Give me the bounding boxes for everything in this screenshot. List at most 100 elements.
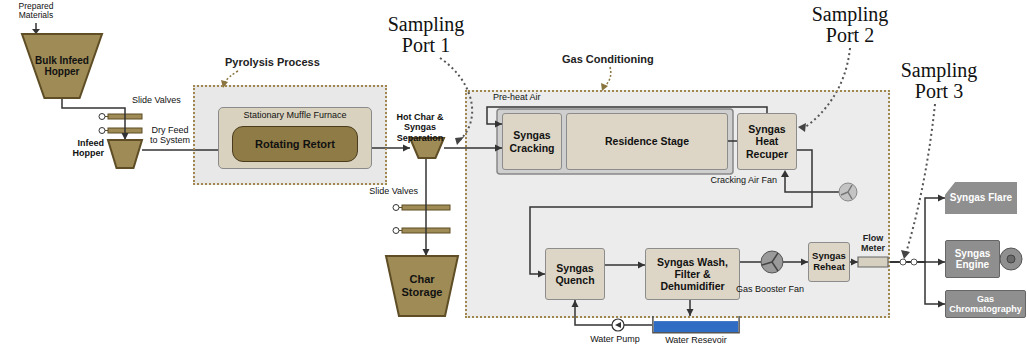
hopper-outline — [108, 140, 142, 168]
node-label: Hot Char & Syngas Separation — [382, 112, 458, 143]
sampling-leader-head — [798, 123, 806, 132]
fan-symbol — [761, 251, 783, 273]
arrow-head — [938, 301, 945, 308]
sample-tap — [900, 259, 917, 265]
node-label: Char Storage — [396, 273, 448, 298]
sampling-leader-head — [901, 250, 910, 259]
water-fill — [654, 321, 738, 333]
output-box: Syngas Engine — [945, 240, 1000, 278]
tank-outline — [652, 316, 740, 333]
fan-symbol — [839, 183, 857, 201]
flow-line — [888, 198, 945, 262]
callout-title: Sampling Port 3 — [893, 60, 985, 102]
region-fill — [193, 85, 387, 185]
callout-title: Sampling Port 2 — [804, 4, 896, 46]
node-label: Syngas Engine — [948, 248, 997, 271]
sampling-leader-head — [455, 123, 910, 259]
node-label: Water Resevoir — [652, 335, 740, 345]
arrow-head — [572, 300, 579, 307]
node-label: Syngas Heat Recuper — [740, 123, 794, 159]
flow-line — [425, 158, 427, 256]
flow-arrow — [572, 300, 653, 325]
arrow-head — [687, 309, 694, 316]
engine-symbol — [1000, 248, 1022, 270]
fan-symbol — [841, 185, 852, 199]
water-tank: Water Resevoir — [652, 316, 740, 333]
arrow-head — [122, 133, 129, 140]
process-region: Pyrolysis ProcessStationary Muffle Furna… — [193, 85, 387, 185]
node-label: Gas Conditioning — [562, 53, 702, 66]
sampling-leader — [804, 48, 850, 128]
process-box: Syngas Wash, Filter & Dehumidifier — [645, 248, 740, 300]
arrow-head — [423, 249, 430, 256]
fan-symbol — [839, 183, 857, 201]
flow-arrow — [728, 141, 737, 142]
node-label: Syngas Flare — [948, 192, 1014, 204]
fan-symbol — [762, 253, 778, 271]
output-box: Syngas Flare — [945, 182, 1017, 214]
air-line-head — [781, 170, 789, 177]
arrow-head — [495, 145, 502, 152]
arrow-head — [801, 259, 808, 266]
sample-tap — [911, 259, 917, 265]
process-box: Syngas Reheat — [808, 242, 850, 282]
feed-arrow — [35, 23, 37, 30]
tank-outline — [653, 316, 739, 333]
slide-valve — [99, 114, 142, 134]
flow-line — [62, 98, 125, 140]
arrow-head — [938, 259, 945, 266]
sample-tap — [900, 259, 906, 265]
flow-arrow — [888, 262, 945, 308]
furnace-box: Stationary Muffle FurnaceRotating Retort — [218, 107, 372, 169]
part-label: Cracking Air Fan — [693, 176, 777, 186]
slide-valve — [393, 205, 450, 234]
part-label: Prepared Materials — [6, 2, 66, 21]
hopper-shape: Infeed Hopper — [108, 140, 142, 168]
storage-bin: Char Storage — [386, 256, 458, 316]
slide-valve — [393, 228, 399, 234]
arrow-head — [403, 145, 410, 152]
title-leader — [225, 67, 611, 86]
node-label: Syngas Reheat — [811, 251, 847, 273]
region-fill — [193, 85, 890, 318]
fan-symbol — [761, 251, 783, 273]
sampling-leader — [440, 48, 935, 253]
callout-title: Sampling Port 1 — [380, 14, 472, 56]
flow-line — [728, 140, 737, 142]
flow-arrow — [888, 195, 945, 263]
hopper-shape: Bulk Infeed Hopper — [22, 34, 102, 98]
flow-arrow — [687, 300, 694, 316]
output-box: Gas Chromatography — [945, 290, 1026, 318]
engine-symbol — [1007, 255, 1015, 263]
node-label: Infeed Hopper — [56, 138, 104, 159]
part-label: Slide Valves — [346, 187, 418, 197]
title-leader — [605, 67, 611, 86]
sampling-leader — [906, 104, 935, 253]
meter-outline — [858, 257, 888, 267]
flow-arrow — [444, 145, 502, 152]
process-box: Syngas Cracking — [502, 113, 562, 170]
sampling-leader-head — [455, 137, 464, 145]
hopper-outline — [386, 256, 458, 316]
node-label: Stationary Muffle Furnace — [219, 110, 371, 120]
slide-valve — [393, 205, 399, 211]
process-region: Gas ConditioningSyngas CrackingResidence… — [465, 90, 890, 318]
arrow-head — [638, 262, 645, 269]
cracking-frame — [497, 109, 733, 174]
meter-outline — [858, 257, 888, 267]
sampling-leader — [440, 58, 472, 140]
node-label: Syngas Wash, Filter & Dehumidifier — [648, 256, 737, 292]
process-box: Syngas Quench — [545, 248, 605, 300]
process-box: Syngas Heat Recuper — [737, 113, 797, 170]
node-label: Syngas Quench — [548, 262, 602, 286]
separator-shape: Hot Char & Syngas Separation — [410, 138, 444, 158]
node-label: Bulk Infeed Hopper — [33, 55, 91, 78]
node-label: Rotating Retort — [235, 138, 355, 151]
arrow-head — [538, 271, 545, 278]
pump-symbol — [612, 319, 624, 331]
region-fill — [465, 90, 890, 318]
hopper-outline — [108, 140, 142, 168]
slide-valve — [99, 128, 105, 134]
arrow-head — [938, 195, 945, 202]
